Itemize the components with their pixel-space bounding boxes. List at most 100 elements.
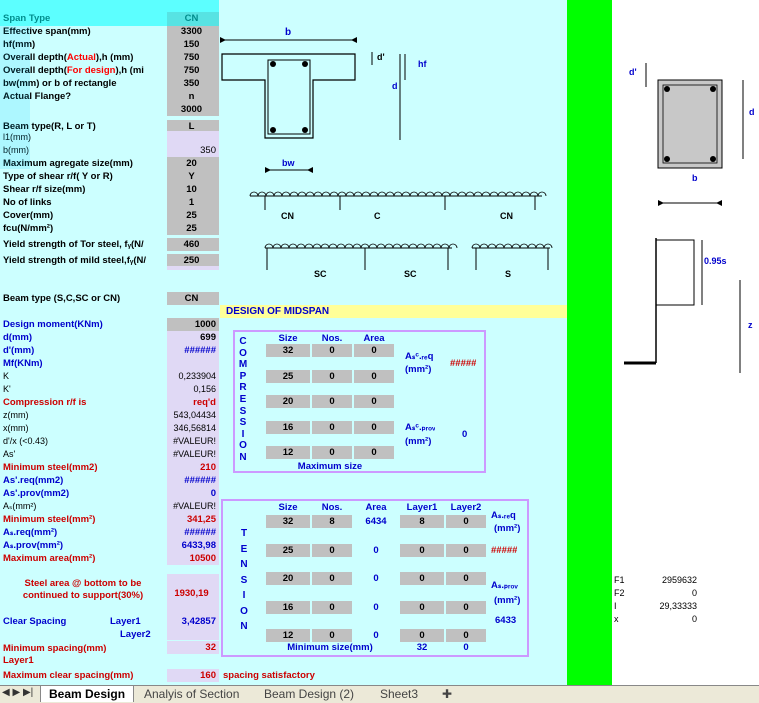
load-arc: [448, 243, 458, 249]
input-value[interactable]: 3000: [167, 103, 219, 116]
compression-cell: 0: [354, 344, 394, 357]
compression-cell[interactable]: 25: [266, 369, 310, 383]
design-value: 210: [167, 461, 219, 474]
load-arc: [280, 243, 290, 249]
right-label: I: [614, 601, 617, 611]
load-arc: [336, 243, 346, 249]
design-label: Aₛ.req(mm²): [3, 527, 58, 538]
tension-cell: 0: [446, 515, 486, 528]
input-value[interactable]: 350: [167, 77, 219, 90]
load-arc: [352, 243, 362, 249]
compression-cell[interactable]: 0: [312, 395, 352, 408]
input-value[interactable]: L: [167, 120, 219, 133]
tension-letter: I: [242, 590, 246, 601]
as-req-unit: (mm²): [494, 523, 521, 534]
tension-letter: N: [240, 559, 248, 570]
compression-header: Area: [363, 333, 385, 344]
load-arc: [385, 191, 395, 197]
design-value: #VALEUR!: [167, 500, 219, 513]
input-value[interactable]: 20: [167, 157, 219, 170]
design-value: 341,25: [167, 513, 219, 526]
load-arc: [400, 243, 410, 249]
input-value[interactable]: 10: [167, 183, 219, 196]
compression-letter: P: [239, 370, 247, 382]
design-label: Aₛ(mm²): [3, 501, 37, 511]
input-spacer: [167, 266, 219, 270]
r-label-dprime: d': [629, 67, 637, 77]
input-value[interactable]: 250: [167, 254, 219, 267]
sheet-tab[interactable]: Beam Design (2): [264, 687, 355, 701]
tension-letter: S: [240, 574, 248, 586]
design-label: x(mm): [3, 423, 29, 433]
load-arc: [503, 243, 513, 249]
sheet-tab[interactable]: Analyis of Section: [144, 687, 240, 701]
compression-letter: S: [239, 405, 247, 417]
load-arc: [465, 191, 475, 197]
compression-cell[interactable]: 0: [312, 344, 352, 357]
right-value: 0: [691, 614, 697, 624]
compression-cell[interactable]: 12: [266, 446, 310, 459]
input-value[interactable]: Y: [167, 170, 219, 183]
input-value[interactable]: 750: [167, 51, 219, 64]
sheet-tab[interactable]: Sheet3: [380, 687, 419, 701]
load-arc: [543, 243, 553, 249]
tension-cell[interactable]: 0: [312, 629, 352, 642]
load-arc: [473, 191, 483, 197]
load-arc: [313, 191, 323, 197]
tension-cell[interactable]: 0: [312, 600, 352, 614]
tension-letter: N: [240, 621, 248, 632]
label-cn1: CN: [281, 211, 294, 221]
clear-spacing-value: 3,42857: [167, 614, 219, 640]
bw-arrow-right: [307, 167, 313, 173]
as-prov-value: 6433: [495, 615, 517, 626]
compression-cell[interactable]: 0: [312, 369, 352, 383]
input-value[interactable]: 25: [167, 209, 219, 222]
input-value[interactable]: 3300: [167, 25, 219, 38]
asc-prov-label: Aₛᶜ.ₚᵣₒᵥ: [405, 422, 436, 433]
compression-cell[interactable]: 20: [266, 395, 310, 408]
input-value[interactable]: 1: [167, 196, 219, 209]
r-b-arrow-right: [716, 200, 722, 206]
design-value: 0: [167, 487, 219, 500]
r-label-d: d: [749, 107, 755, 117]
input-value[interactable]: 150: [167, 38, 219, 51]
tension-cell: 0: [400, 629, 444, 642]
tension-cell: 0: [446, 543, 486, 557]
r-label-b: b: [692, 173, 698, 183]
beam-type-value[interactable]: CN: [167, 292, 219, 305]
design-label: Minimum steel(mm²): [3, 514, 96, 525]
load-arc: [384, 243, 394, 249]
load-arc: [489, 191, 499, 197]
design-label: As'.req(mm2): [3, 475, 64, 486]
design-value: 6433,98: [167, 539, 219, 552]
sheet-tab[interactable]: Beam Design: [40, 686, 135, 702]
new-sheet-icon[interactable]: ✚: [442, 687, 453, 701]
compression-cell[interactable]: 0: [312, 420, 352, 434]
input-value[interactable]: 25: [167, 222, 219, 235]
extra-input-value: 350: [167, 144, 219, 157]
tension-cell[interactable]: 0: [312, 543, 352, 557]
compression-cell[interactable]: 16: [266, 420, 310, 434]
asc-prov-value: 0: [462, 429, 468, 440]
design-label: K': [3, 384, 11, 394]
design-label: Mf(KNm): [3, 358, 43, 369]
input-label: Overall depth(For design),h (mi: [3, 65, 144, 76]
load-arc: [441, 191, 451, 197]
input-value[interactable]: 460: [167, 238, 219, 251]
input-value[interactable]: 750: [167, 64, 219, 77]
design-label: d'/x (<0.43): [3, 436, 48, 446]
highlight-row: [0, 0, 219, 13]
design-value: ######: [167, 474, 219, 487]
design-value[interactable]: 1000: [167, 318, 219, 331]
input-value[interactable]: n: [167, 90, 219, 103]
tension-cell[interactable]: 8: [312, 515, 352, 528]
compression-cell[interactable]: 32: [266, 344, 310, 357]
asc-req-value: #####: [450, 358, 477, 369]
tension-cell[interactable]: 0: [312, 572, 352, 585]
tab-nav-icon[interactable]: ◀ ▶ ▶|: [2, 687, 34, 698]
compression-cell[interactable]: 0: [312, 446, 352, 459]
load-arc: [519, 243, 529, 249]
design-value: req'd: [167, 396, 219, 409]
r-b-arrow-left: [658, 200, 664, 206]
tension-footer: Minimum size(mm): [287, 642, 373, 653]
